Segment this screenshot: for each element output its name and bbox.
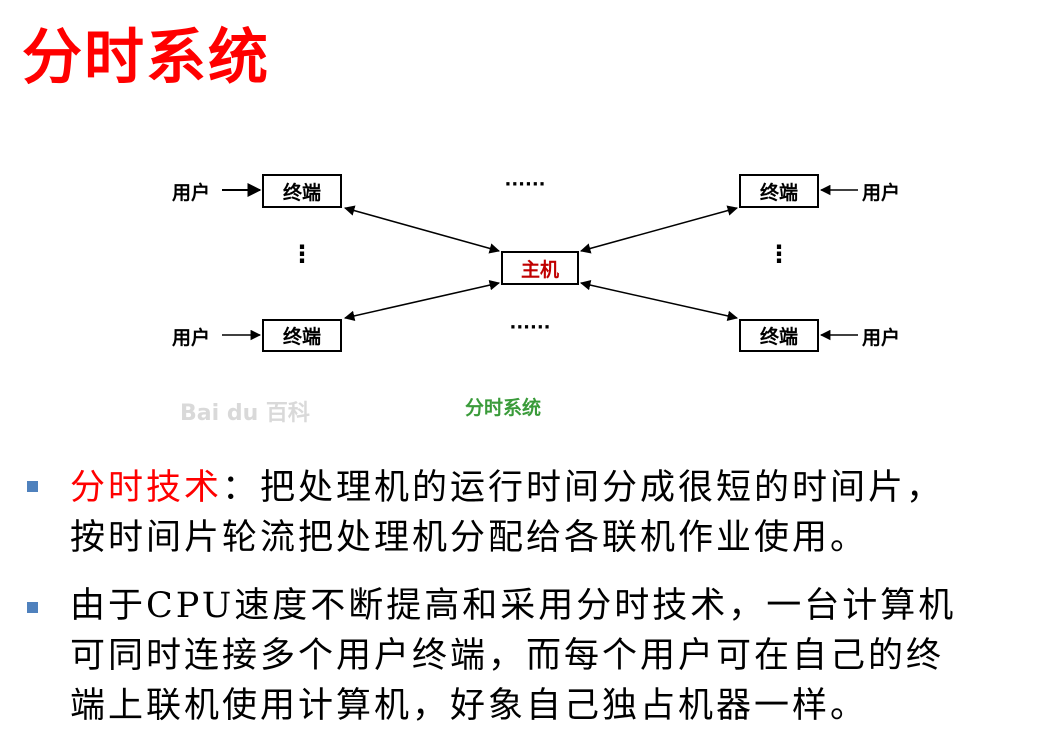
bullet-line: 端上联机使用计算机，好象自己独占机器一样。 [70,686,869,726]
terminal-label-top-left: 终端 [283,181,321,204]
user-label-top-left: 用户 [172,181,210,204]
link-bottom-right [579,279,739,322]
host-label: 主机 [521,259,559,281]
ellipsis-top: ······ [504,174,545,195]
terminal-label-bottom-left: 终端 [283,325,321,348]
bullet-marker [27,602,38,613]
user-label-top-right: 用户 [862,181,900,204]
bullet-text: ：把处理机的运行时间分成很短的时间片， [222,468,945,508]
vertical-ellipsis-left: ⋮ [290,240,314,268]
slide-title: 分时系统 [22,23,270,93]
bullet-line: 按时间片轮流把处理机分配给各联机作业使用。 [70,518,869,558]
bullet-term: 分时技术 [70,468,223,508]
bullet-line: 分时技术：把处理机的运行时间分成很短的时间片， [70,466,944,510]
host-box [501,251,579,285]
time-sharing-diagram: Bai du 百科 用户 终端 用户 终端 终端 用户 终端 用户 主机 ···… [172,174,900,426]
link-top-left [343,205,501,254]
diagram-caption: 分时系统 [465,396,541,419]
bullet-line: 可同时连接多个用户终端，而每个用户可在自己的终 [70,636,945,676]
user-label-bottom-left: 用户 [172,326,210,349]
terminal-box-top-left [262,174,342,208]
terminal-box-top-right [739,174,819,208]
user-label-bottom-right: 用户 [862,326,900,349]
bullet-marker [27,481,38,492]
vertical-ellipsis-right: ⋮ [767,240,791,268]
link-bottom-left [343,279,501,322]
link-top-right [579,205,739,254]
terminal-label-top-right: 终端 [760,181,798,204]
terminal-label-bottom-right: 终端 [760,325,798,348]
ellipsis-bottom: ······ [509,317,550,338]
terminal-box-bottom-left [262,319,342,352]
terminal-box-bottom-right [739,319,819,352]
bullet-line: 由于CPU速度不断提高和采用分时技术，一台计算机 [70,586,957,626]
watermark-logo: Bai du 百科 [180,401,310,426]
